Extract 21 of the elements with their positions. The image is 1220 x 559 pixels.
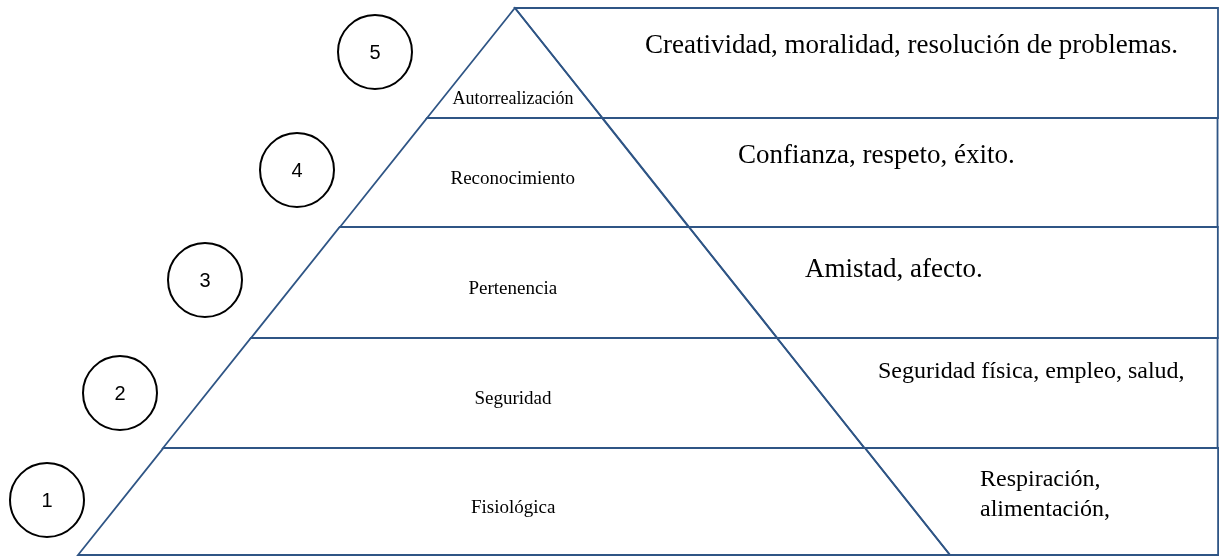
step-number: 2: [82, 355, 158, 431]
level-label: Seguridad: [474, 387, 552, 409]
level-label: Autorrealización: [452, 87, 574, 109]
description-band: [864, 448, 1218, 555]
pyramid-level: [78, 448, 950, 555]
description-text: Amistad, afecto.: [805, 252, 984, 285]
step-number: 5: [337, 14, 413, 90]
level-label: Pertenencia: [468, 276, 558, 299]
description-text: Creatividad, moralidad, resolución de problemas.: [645, 28, 1180, 61]
step-number: 3: [167, 242, 243, 318]
description-band: [777, 338, 1218, 448]
pyramid-level: [340, 118, 690, 227]
level-label: Fisiológica: [471, 495, 556, 518]
description-text: Seguridad física, empleo, salud,: [878, 356, 1186, 385]
step-number: 1: [9, 462, 85, 538]
level-label: Reconocimiento: [450, 166, 575, 189]
step-number: 4: [259, 132, 335, 208]
description-text: Respiración, alimentación,: [980, 464, 1111, 523]
description-text: Confianza, respeto, éxito.: [738, 138, 1016, 171]
description-band: [689, 227, 1218, 338]
description-band: [602, 118, 1218, 227]
